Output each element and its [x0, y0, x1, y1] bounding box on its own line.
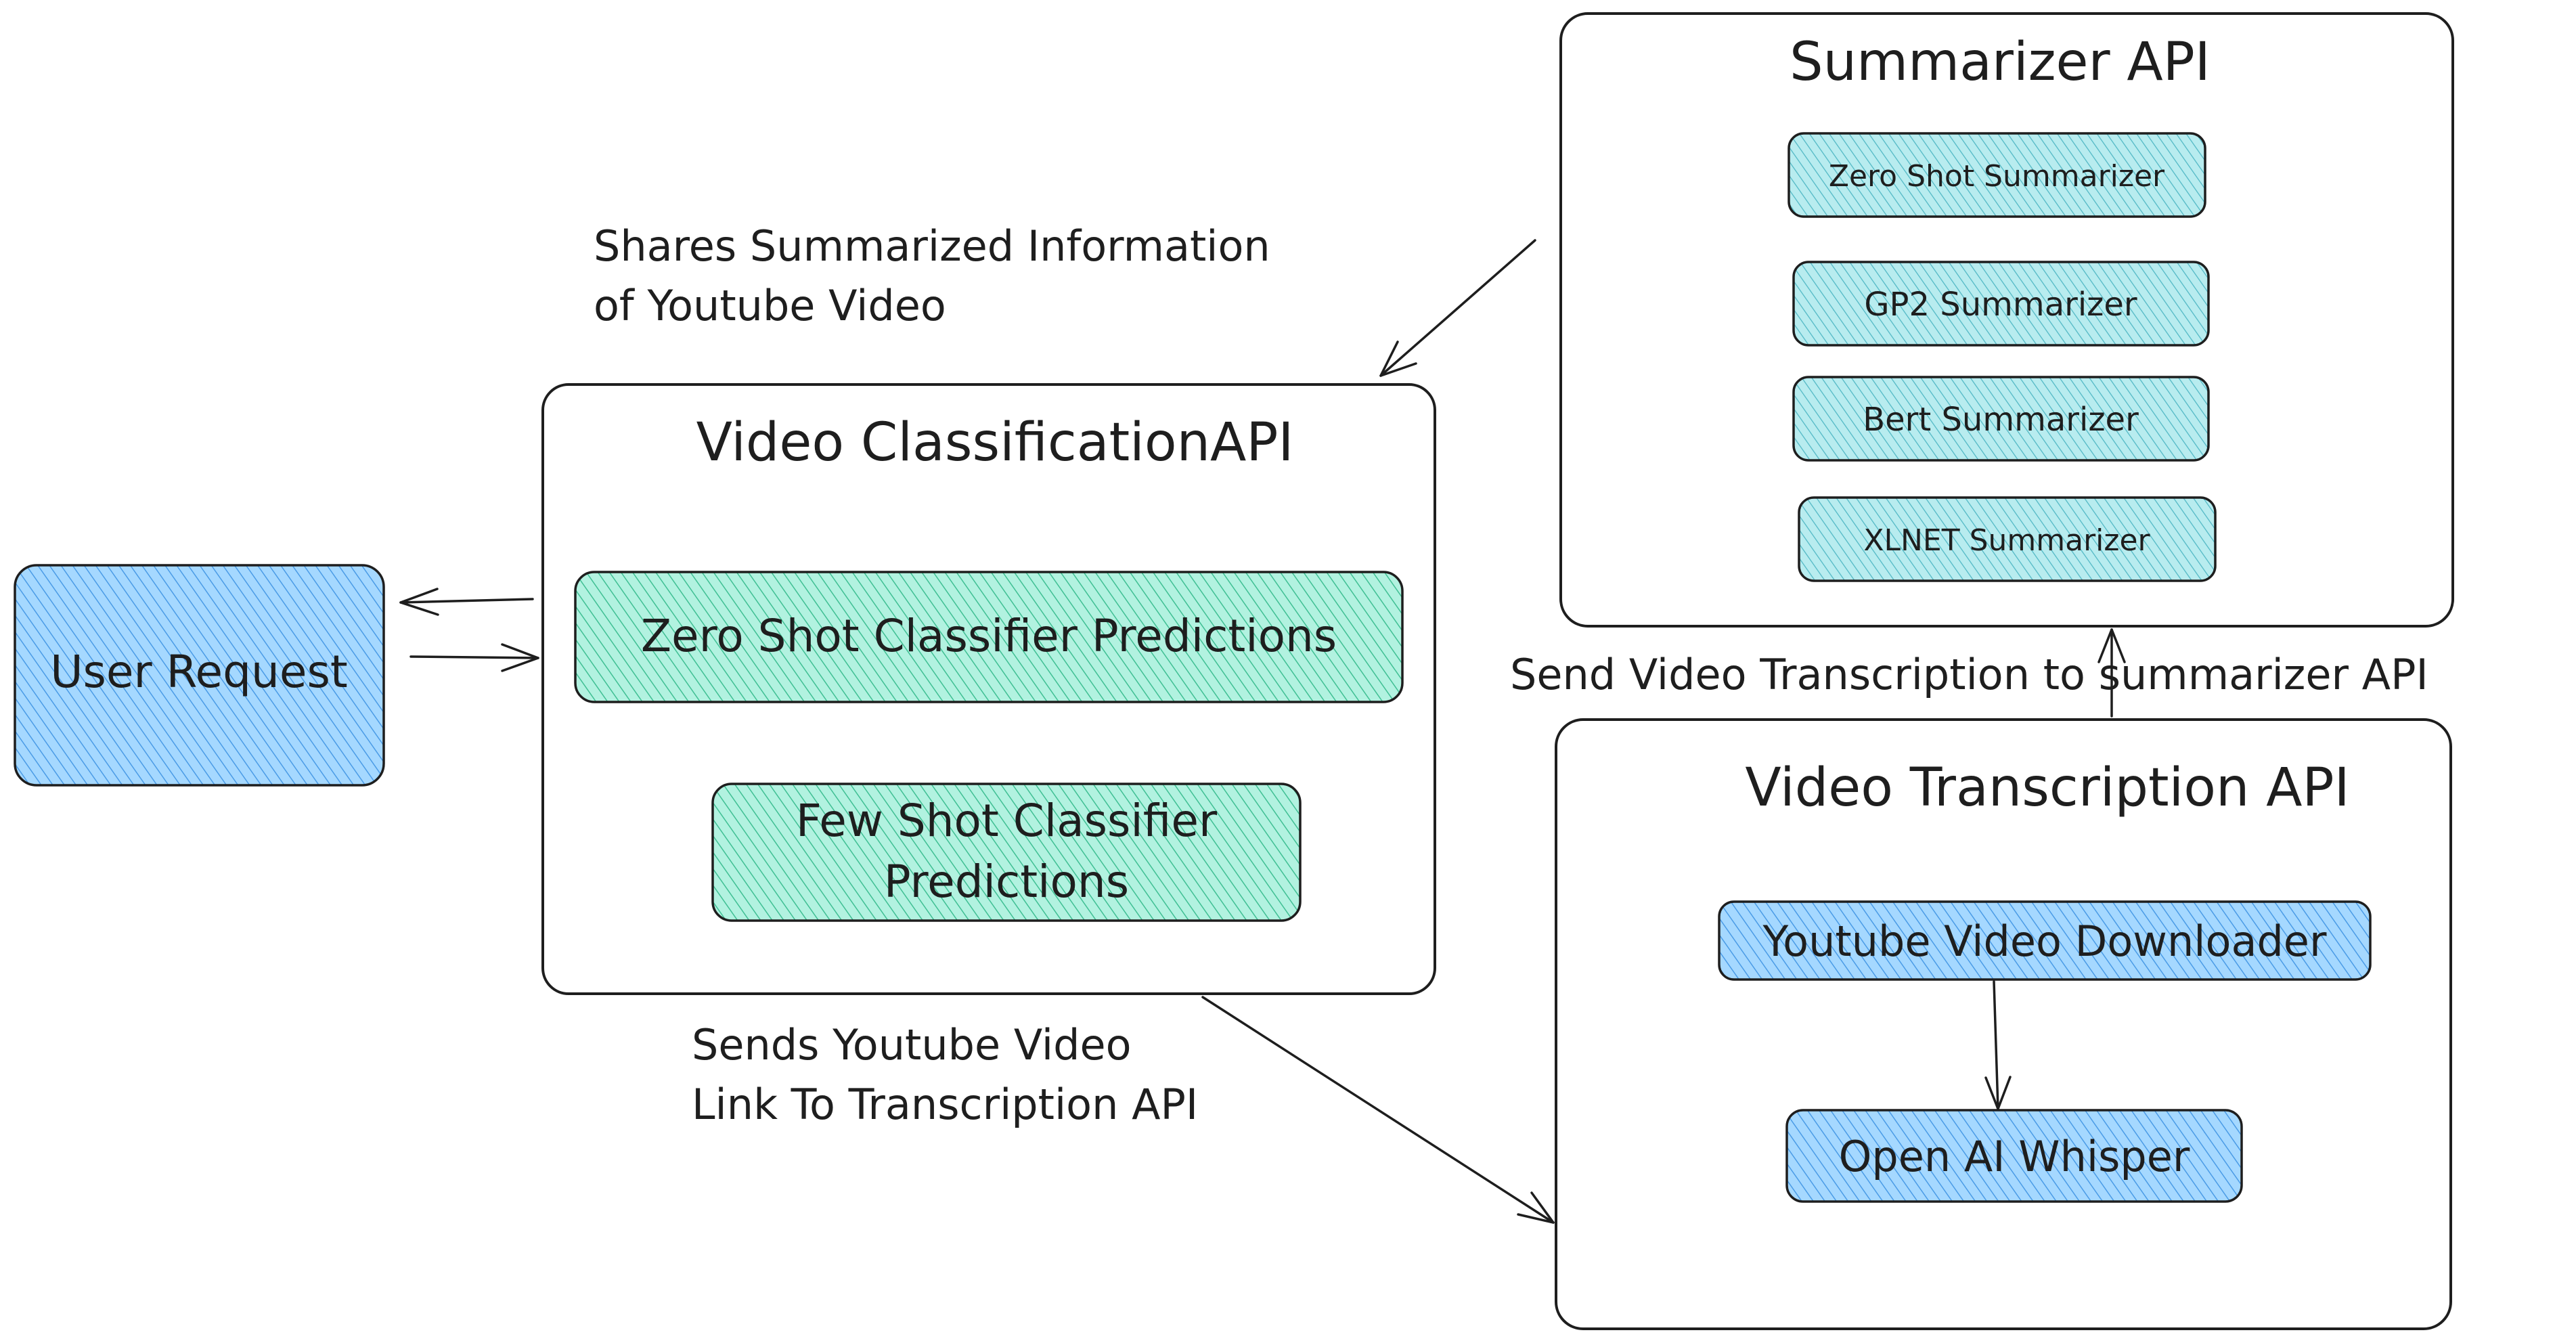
few-shot-classifier-node[interactable]: Few Shot Classifier Predictions	[711, 783, 1302, 922]
user-request-node[interactable]: User Request	[14, 564, 385, 787]
summarizer-api-title: Summarizer API	[1790, 32, 2211, 93]
video-classification-api-container[interactable]: Video ClassificationAPI Zero Shot Classi…	[541, 383, 1436, 995]
send-transcription-label: Send Video Transcription to summarizer A…	[1510, 650, 2428, 699]
shares-summary-label-line1: Shares Summarized Information	[594, 221, 1270, 271]
bert-summarizer-label: Bert Summarizer	[1863, 401, 2139, 439]
arrow-summarizer-to-classification	[1379, 239, 1536, 377]
youtube-downloader-node[interactable]: Youtube Video Downloader	[1718, 900, 2372, 981]
open-ai-whisper-node[interactable]: Open AI Whisper	[1785, 1109, 2243, 1203]
summarizer-api-container[interactable]: Summarizer API Zero Shot Summarizer GP2 …	[1559, 12, 2454, 628]
arrow-downloader-to-whisper	[1984, 980, 2012, 1110]
video-transcription-api-container[interactable]: Video Transcription API Youtube Video Do…	[1555, 718, 2452, 1330]
zero-shot-classifier-node[interactable]: Zero Shot Classifier Predictions	[574, 571, 1404, 703]
zero-shot-classifier-label: Zero Shot Classifier Predictions	[641, 610, 1337, 662]
few-shot-classifier-label-line2: Predictions	[884, 856, 1129, 908]
few-shot-classifier-label-line1: Few Shot Classifier	[796, 795, 1218, 847]
summarizer-item[interactable]: Bert Summarizer	[1792, 376, 2210, 462]
open-ai-whisper-label: Open AI Whisper	[1839, 1132, 2190, 1181]
sends-link-label-line1: Sends Youtube Video	[692, 1020, 1132, 1070]
arrow-user-to-classification	[409, 643, 539, 672]
arrow-transcription-to-summarizer	[2097, 628, 2126, 718]
summarizer-item[interactable]: XLNET Summarizer	[1798, 496, 2217, 582]
xlnet-summarizer-label: XLNET Summarizer	[1863, 523, 2150, 558]
summarizer-item[interactable]: GP2 Summarizer	[1792, 261, 2210, 347]
gp2-summarizer-label: GP2 Summarizer	[1864, 286, 2137, 324]
sends-link-label-line2: Link To Transcription API	[692, 1080, 1198, 1129]
summarizer-item[interactable]: Zero Shot Summarizer	[1787, 132, 2206, 218]
user-request-label: User Request	[50, 646, 348, 698]
video-classification-api-title: Video ClassificationAPI	[696, 412, 1294, 473]
zero-shot-summarizer-label: Zero Shot Summarizer	[1829, 159, 2165, 194]
youtube-downloader-label: Youtube Video Downloader	[1762, 917, 2327, 966]
arrow-classification-to-user	[399, 588, 534, 616]
video-transcription-api-title: Video Transcription API	[1745, 757, 2349, 818]
shares-summary-label-line2: of Youtube Video	[594, 281, 946, 330]
arrow-classification-to-transcription	[1201, 996, 1555, 1224]
